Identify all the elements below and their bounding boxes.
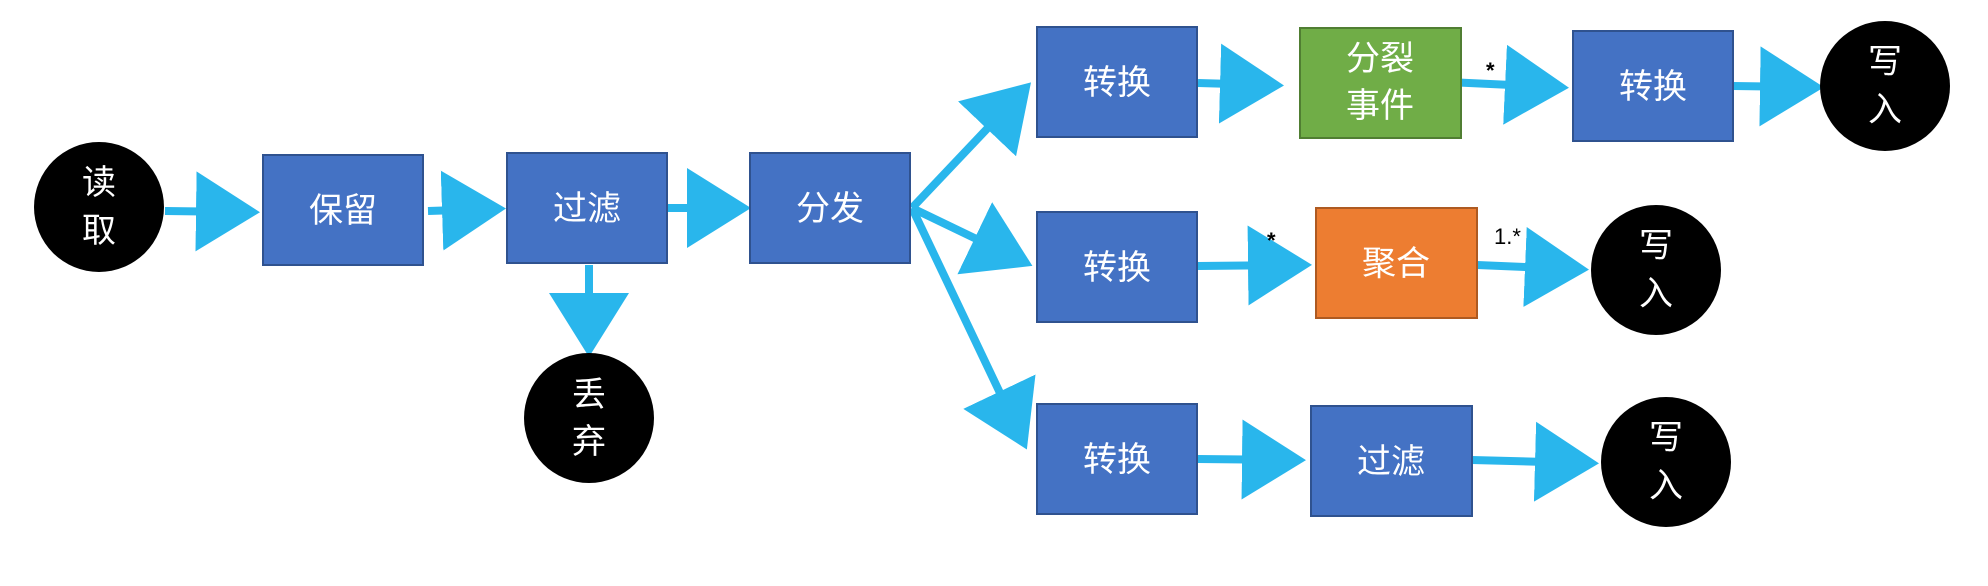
node-transform-bottom: 转换 (1036, 403, 1198, 515)
edge-label-split-out: * (1486, 58, 1495, 83)
transform-mid-label: 转换 (1083, 248, 1151, 288)
edge-aggregate-write (1476, 227, 1589, 307)
filter-main-label: 过滤 (553, 189, 621, 229)
dispatch-label: 分发 (796, 189, 864, 229)
node-transform-top2: 转换 (1572, 30, 1734, 142)
edge-transform-bottom-filter (1197, 419, 1306, 500)
write-mid-label-line1: 写 (1639, 226, 1673, 266)
read-label-line1: 读 (82, 163, 116, 203)
transform-top2-label: 转换 (1619, 67, 1687, 107)
split-event-box (1299, 27, 1462, 139)
node-read: 读 取 (34, 142, 164, 272)
write-mid-label-line2: 入 (1639, 274, 1673, 314)
node-filter-bottom: 过滤 (1310, 405, 1473, 517)
discard-terminal-shape (524, 353, 654, 483)
write-bottom-terminal-shape (1601, 397, 1731, 527)
write-bottom-label-line1: 写 (1649, 418, 1683, 458)
split-event-label-line1: 分裂 (1346, 39, 1414, 79)
transform-top-label: 转换 (1083, 63, 1151, 103)
node-write-bottom: 写 入 (1601, 397, 1731, 527)
read-terminal-shape (34, 142, 164, 272)
edge-keep-filter (427, 170, 506, 251)
transform-mid-box (1036, 211, 1198, 323)
edge-filter-bottom-write (1471, 421, 1599, 502)
node-aggregate: 聚合 (1315, 207, 1478, 319)
write-top-label-line1: 写 (1868, 42, 1902, 82)
transform-top2-box (1572, 30, 1734, 142)
write-bottom-label-line2: 入 (1649, 466, 1683, 506)
node-keep: 保留 (262, 154, 424, 266)
write-mid-terminal-shape (1591, 205, 1721, 335)
node-transform-top: 转换 (1036, 26, 1198, 138)
edge-label-aggregate-in: * (1267, 228, 1276, 253)
dispatch-box (749, 152, 911, 264)
node-dispatch: 分发 (749, 152, 911, 264)
node-write-top: 写 入 (1820, 21, 1950, 151)
transform-top-box (1036, 26, 1198, 138)
aggregate-box (1315, 207, 1478, 319)
edges (164, 43, 1824, 502)
edge-dispatch-transform-mid (910, 202, 1033, 275)
split-event-label-line2: 事件 (1346, 86, 1414, 126)
filter-bottom-box (1310, 405, 1473, 517)
discard-label-line2: 弃 (572, 422, 606, 462)
node-discard: 丢 弃 (524, 353, 654, 483)
keep-box (262, 154, 424, 266)
aggregate-label: 聚合 (1362, 244, 1430, 284)
filter-main-box (506, 152, 668, 264)
write-top-terminal-shape (1820, 21, 1950, 151)
node-transform-mid: 转换 (1036, 211, 1198, 323)
edge-transform-top2-write (1732, 46, 1824, 127)
edge-dispatch-transform-bottom (908, 206, 1036, 450)
node-write-mid: 写 入 (1591, 205, 1721, 335)
edge-label-aggregate-out: 1.* (1494, 224, 1521, 249)
edge-transform-top-split (1197, 43, 1284, 124)
edge-dispatch-transform-top (909, 82, 1032, 211)
write-top-label-line2: 入 (1868, 90, 1902, 130)
discard-label-line1: 丢 (572, 375, 606, 415)
read-label-line2: 取 (82, 211, 116, 251)
transform-bottom-box (1036, 403, 1198, 515)
edge-transform-mid-aggregate (1197, 225, 1312, 306)
edge-read-keep (164, 171, 260, 252)
node-split-event: 分裂 事件 (1299, 27, 1462, 139)
node-filter-main: 过滤 (506, 152, 668, 264)
keep-label: 保留 (309, 191, 377, 231)
filter-bottom-label: 过滤 (1357, 442, 1425, 482)
transform-bottom-label: 转换 (1083, 440, 1151, 480)
